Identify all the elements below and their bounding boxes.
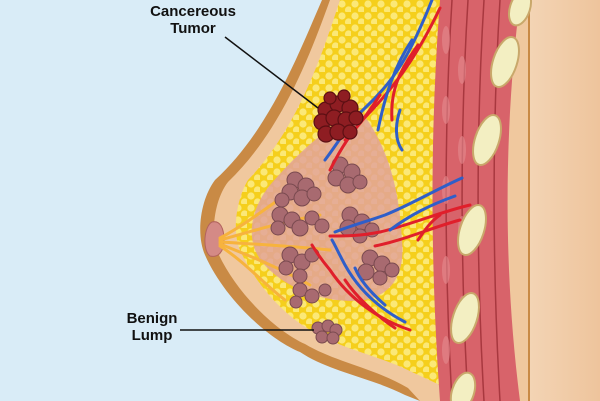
artery	[328, 6, 442, 172]
cancerous-tumor	[313, 89, 364, 143]
artery	[390, 43, 420, 122]
lobule-cluster	[289, 282, 332, 309]
rib	[450, 291, 480, 345]
lobule-cluster	[274, 171, 322, 208]
benign-lump-label-line1: Benign	[126, 310, 178, 327]
vein	[330, 238, 407, 324]
benign-lump	[311, 319, 343, 345]
vein	[395, 108, 404, 152]
benign-lump-label-line2: Lump	[131, 327, 173, 344]
vein	[388, 194, 457, 232]
rib	[472, 113, 502, 167]
cancerous-tumor-label: Cancereous Tumor	[136, 3, 250, 37]
nipple	[204, 221, 225, 257]
rib	[449, 371, 477, 401]
rib	[507, 0, 533, 27]
vein	[353, 266, 387, 307]
cancerous-tumor-label-line2: Tumor	[170, 20, 216, 37]
cancerous-tumor-label-line1: Cancereous	[150, 3, 236, 20]
artery	[373, 218, 462, 248]
rib	[490, 35, 520, 89]
artery	[328, 203, 472, 238]
artery	[416, 213, 442, 242]
vein	[333, 176, 464, 234]
lobule-cluster	[270, 206, 330, 237]
artery	[310, 243, 412, 332]
lobule-cluster	[357, 249, 400, 286]
ribs	[449, 0, 533, 401]
artery	[343, 278, 397, 330]
rib	[457, 203, 487, 257]
benign-lump-label: Benign Lump	[112, 310, 192, 344]
vein	[376, 38, 414, 132]
lobule-cluster	[327, 156, 368, 194]
cancer-leader-line	[224, 36, 319, 109]
lobule-clusters	[270, 156, 400, 309]
